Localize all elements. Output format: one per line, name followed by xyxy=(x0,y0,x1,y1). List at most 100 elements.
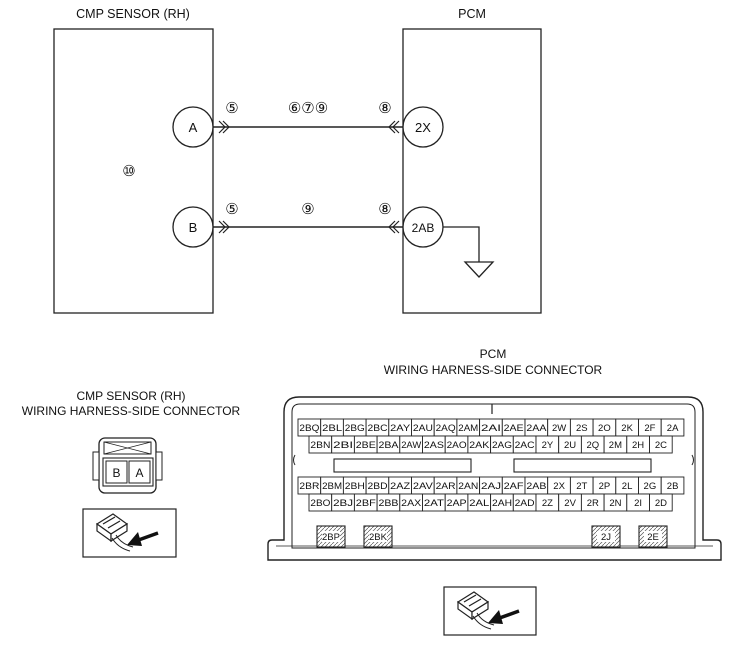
pcm-pin-2aj: 2AJ xyxy=(479,476,503,495)
pcm-bottom-pin-2j-label: 2J xyxy=(601,532,611,543)
pcm-pin-2ap: 2AP xyxy=(444,493,469,512)
pcm-pin-label: 2O xyxy=(598,423,611,434)
pcm-pin-label: 2P xyxy=(599,481,611,492)
pcm-pin-2at: 2AT xyxy=(422,493,446,512)
pcm-pin-2ay: 2AY xyxy=(388,418,412,437)
pcm-2ab-connector-note: ⑧ xyxy=(378,201,391,218)
pcm-pin-2i: 2I xyxy=(626,493,650,512)
pcm-pin-label: 2AM xyxy=(458,423,478,434)
pcm-pin-2f: 2F xyxy=(638,418,662,437)
pcm-pin-label: 2BA xyxy=(379,440,400,451)
pcm-pin-2am: 2AM xyxy=(456,418,481,437)
pcm-pin-label: 2Q xyxy=(586,440,599,451)
sensor-connector-title-1: CMP SENSOR (RH) xyxy=(76,389,185,403)
pcm-pin-label: 2G xyxy=(644,481,657,492)
pcm-pin-label: 2AV xyxy=(413,481,434,492)
pcm-bottom-pin-2bp: 2BP xyxy=(316,525,346,548)
pcm-pin-2ac: 2AC xyxy=(512,435,537,454)
pcm-pin-2bj: 2BJ xyxy=(331,493,355,512)
pcm-pin-2ba: 2BA xyxy=(376,435,401,454)
pcm-pin-2bg: 2BG xyxy=(342,418,367,437)
pcm-pin-label: 2V xyxy=(564,498,576,509)
pcm-pin-2ar: 2AR xyxy=(433,476,458,495)
pcm-pin-2af: 2AF xyxy=(501,476,526,495)
sensor-connector-face: B A xyxy=(92,437,163,494)
pcm-pin-2bh: 2BH xyxy=(342,476,367,495)
pcm-pin-2bf: 2BF xyxy=(353,493,378,512)
ground-icon xyxy=(443,226,495,278)
harness-view-icon xyxy=(443,586,537,636)
pcm-pin-2h: 2H xyxy=(626,435,650,454)
sensor-note: ⑩ xyxy=(122,163,135,180)
pcm-pin-2g: 2G xyxy=(638,476,662,495)
pcm-pin-label: 2H xyxy=(632,440,644,451)
pcm-pin-label: 2BM xyxy=(322,481,342,492)
wire-a-note: ⑥⑦⑨ xyxy=(288,100,328,117)
pcm-pin-2b: 2B xyxy=(660,476,685,495)
pcm-terminal-2ab: 2AB xyxy=(402,206,444,248)
pcm-pin-label: 2X xyxy=(553,481,565,492)
pcm-pin-label: 2U xyxy=(564,440,576,451)
pcm-pin-2y: 2Y xyxy=(535,435,560,454)
pcm-pin-label: 2AL xyxy=(469,498,489,509)
pcm-pin-label: 2BD xyxy=(368,481,388,492)
pcm-bottom-pin-2bk: 2BK xyxy=(363,525,393,548)
pcm-bottom-pin-2j: 2J xyxy=(591,525,621,548)
pcm-pin-label: 2AH xyxy=(492,498,512,509)
pcm-pin-2br: 2BR xyxy=(297,476,322,495)
pcm-pin-label: 2BC xyxy=(368,423,388,434)
pcm-pin-label: 2AN xyxy=(458,481,478,492)
pcm-pin-label: 2M xyxy=(609,440,622,451)
pcm-pin-2c: 2C xyxy=(649,435,673,454)
pcm-pin-2ai: 2AI xyxy=(479,418,503,437)
wire-b-note: ⑨ xyxy=(301,201,314,218)
pcm-pin-label: 2BQ xyxy=(299,423,319,434)
pcm-pin-2a: 2A xyxy=(660,418,685,437)
sensor-b-connector-note: ⑤ xyxy=(225,201,238,218)
pcm-pin-2bn: 2BN xyxy=(308,435,333,454)
pcm-pin-2ad: 2AD xyxy=(512,493,537,512)
sensor-title: CMP SENSOR (RH) xyxy=(76,7,190,21)
pcm-pin-2bo: 2BO xyxy=(308,493,333,512)
pcm-pin-label: 2AX xyxy=(401,498,422,509)
pcm-terminal-2x-label: 2X xyxy=(415,120,431,135)
pcm-pin-label: 2BG xyxy=(345,423,365,434)
pcm-pin-label: 2BE xyxy=(356,440,376,451)
pcm-pin-2aa: 2AA xyxy=(524,418,549,437)
pcm-pin-2bl: 2BL xyxy=(320,418,344,437)
pcm-pin-label: 2AG xyxy=(492,440,512,451)
pcm-connector-title-1: PCM xyxy=(480,347,507,361)
pcm-pin-2az: 2AZ xyxy=(388,476,412,495)
pcm-pin-label: 2AT xyxy=(424,498,444,509)
pcm-pin-label: 2AO xyxy=(447,440,467,451)
pcm-pin-2p: 2P xyxy=(592,476,617,495)
sensor-a-connector-note: ⑤ xyxy=(225,100,238,117)
sensor-connector-pin-a: A xyxy=(135,466,143,480)
pcm-pin-label: 2AA xyxy=(526,423,547,434)
pcm-pin-2ab: 2AB xyxy=(524,476,549,495)
pcm-pin-label: 2AD xyxy=(515,498,535,509)
pcm-pin-label: 2C xyxy=(655,440,667,451)
pcm-pin-2r: 2R xyxy=(580,493,605,512)
pcm-pin-2ae: 2AE xyxy=(501,418,526,437)
pcm-bottom-pin-2e-label: 2E xyxy=(647,532,659,543)
pcm-pin-2bq: 2BQ xyxy=(297,418,322,437)
pcm-pin-label: 2AQ xyxy=(436,423,456,434)
pcm-pin-label: 2R xyxy=(587,498,599,509)
pcm-pin-label: 2B xyxy=(667,481,679,492)
pcm-pin-label: 2BR xyxy=(299,481,319,492)
pcm-pin-label: 2AE xyxy=(504,423,524,434)
pcm-pin-2bd: 2BD xyxy=(365,476,390,495)
pcm-pin-2x: 2X xyxy=(547,476,571,495)
pcm-pin-2u: 2U xyxy=(558,435,582,454)
sensor-connector-pin-b: B xyxy=(112,466,120,480)
harness-view-icon xyxy=(82,508,177,558)
pcm-pin-label: 2D xyxy=(655,498,667,509)
sensor-terminal-b-label: B xyxy=(189,220,198,235)
pcm-pin-label: 2AZ xyxy=(390,481,410,492)
pcm-pin-2t: 2T xyxy=(569,476,594,495)
pcm-terminal-2ab-label: 2AB xyxy=(412,221,435,235)
pcm-latch-slot-left xyxy=(333,458,472,473)
